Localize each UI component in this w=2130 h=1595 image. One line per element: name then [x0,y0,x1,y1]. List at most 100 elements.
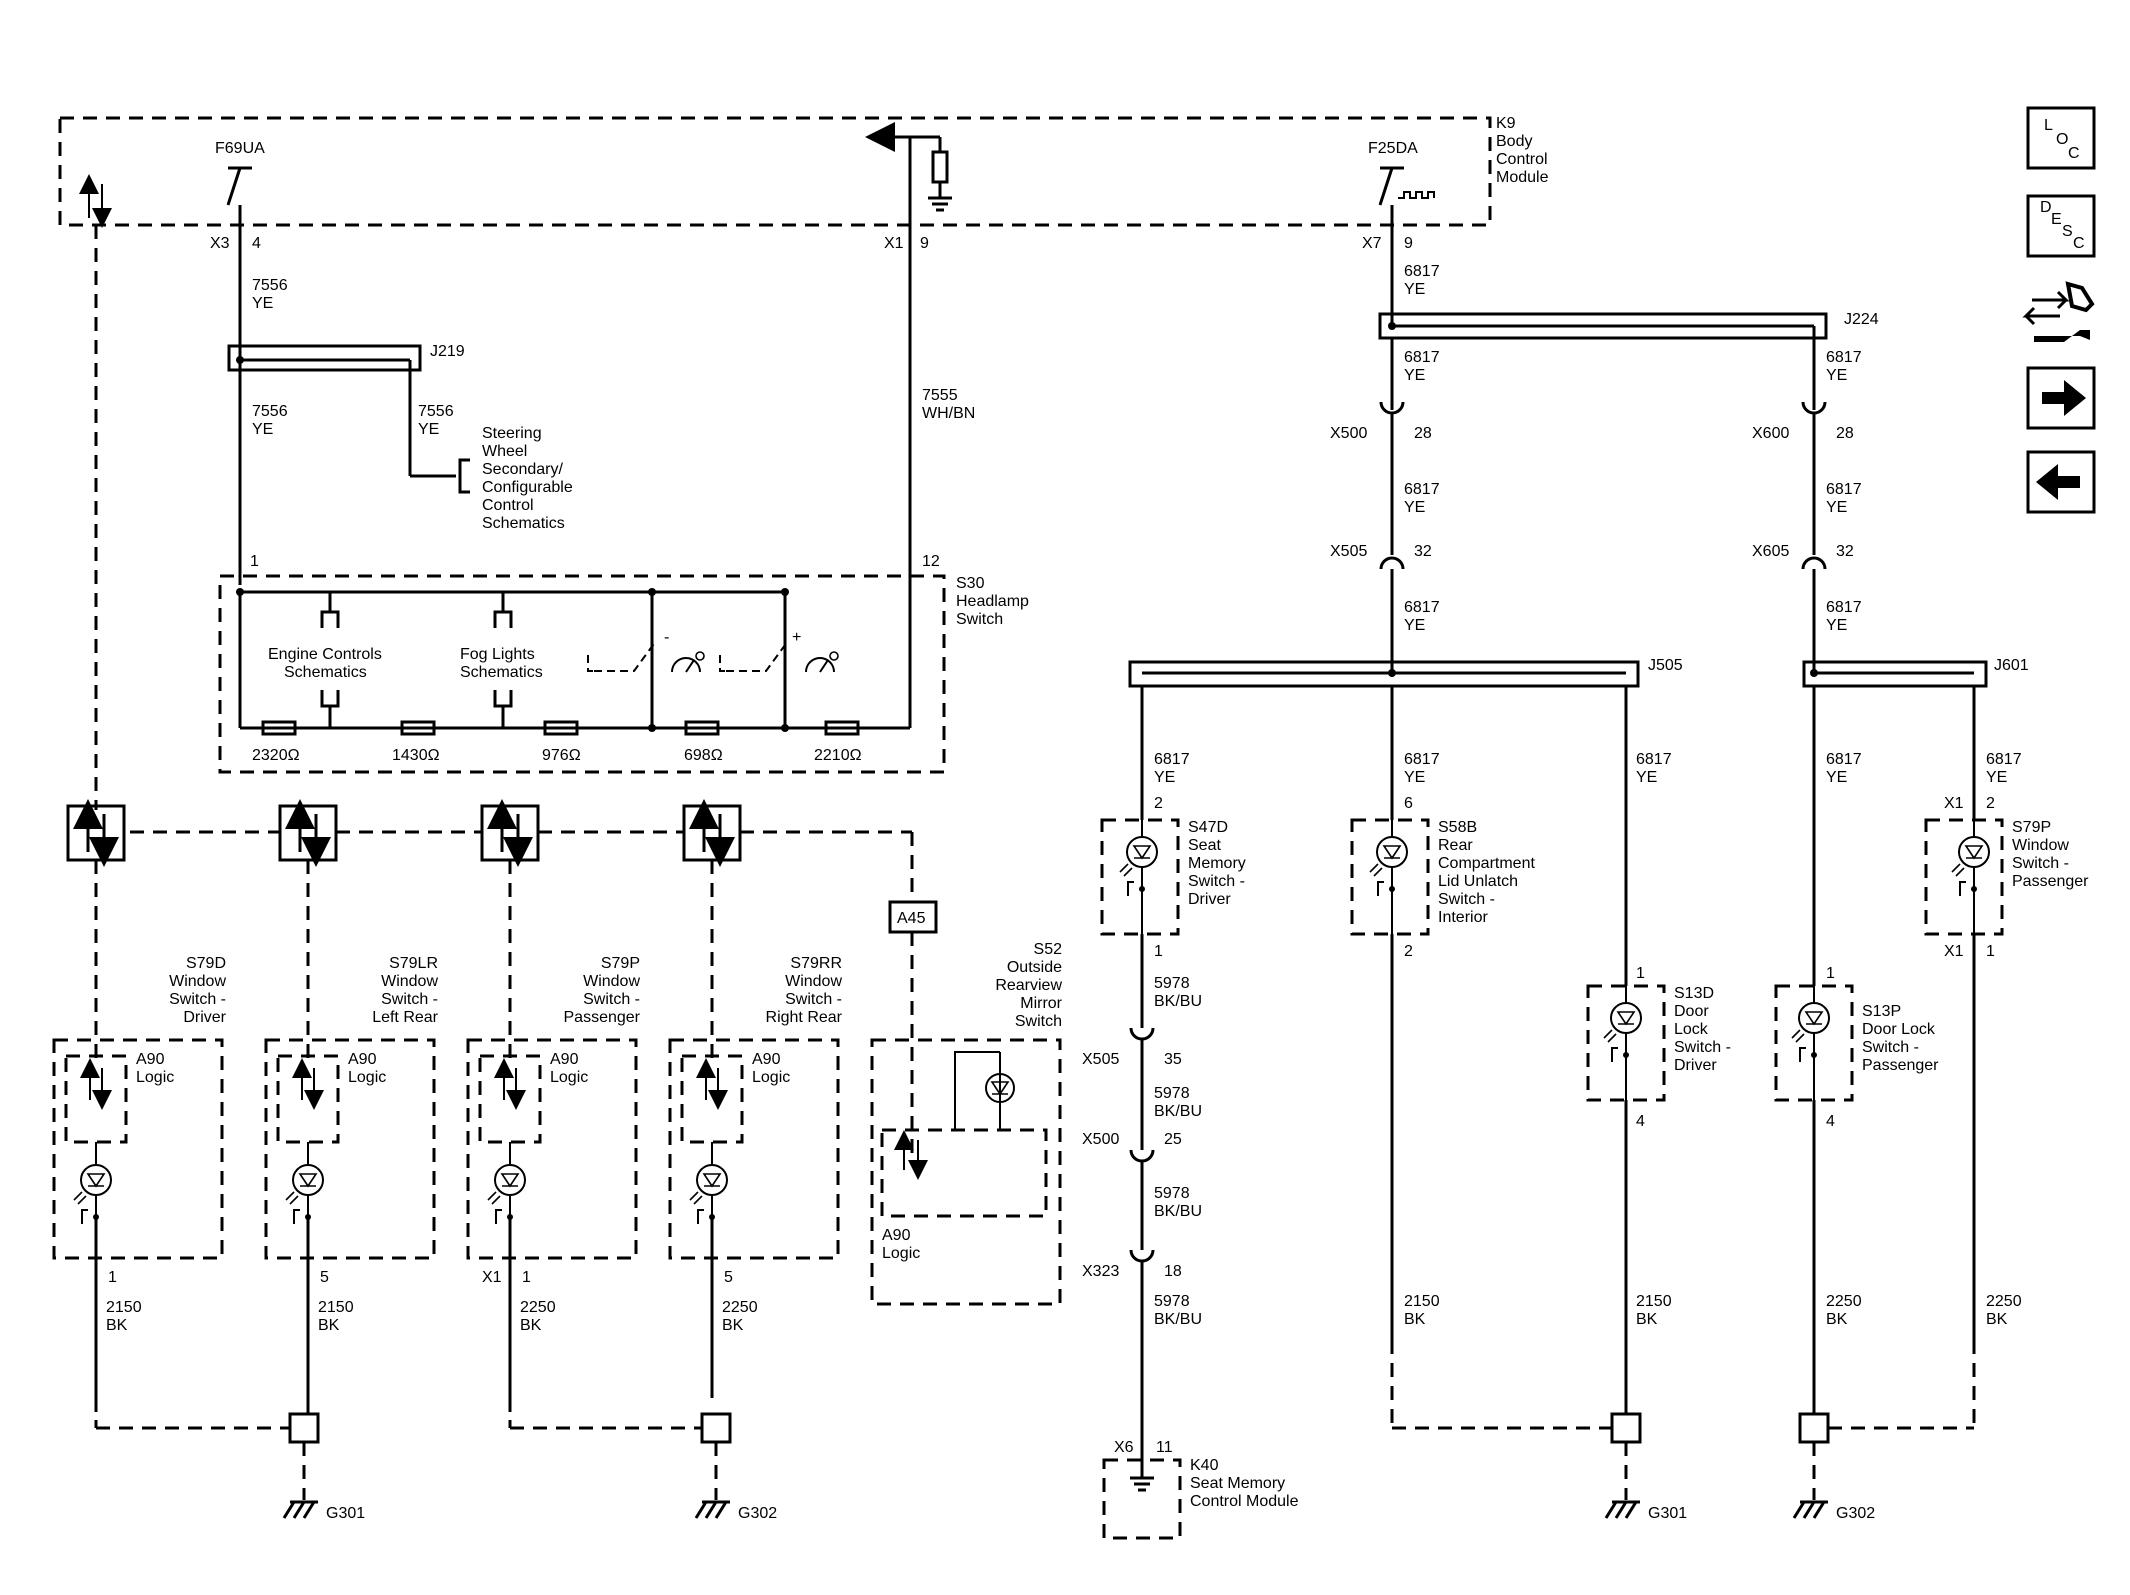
s52-label-1: S52 [1034,941,1063,958]
loc-l: L [2044,117,2053,134]
lamp-switch-icon [1791,986,1830,1100]
ground-wire-label: 2150 [106,1299,142,1316]
w6817-f-1: 6817 [1826,599,1862,616]
logic-label: Logic [136,1069,174,1086]
dash-lamp-icon [671,651,705,673]
x500-pin: 28 [1414,425,1432,442]
k9-label-3: Control [1496,151,1548,168]
ground-wire-label: 2250 [520,1299,556,1316]
x1-pin: 9 [920,235,929,252]
k9-label-4: Module [1496,169,1549,186]
steering-1: Steering [482,425,542,442]
w7556-a-1: 7556 [252,277,288,294]
ground-g301-left-icon [282,1500,318,1519]
desc-e: E [2051,211,2062,228]
s58b-label-6: Interior [1438,909,1488,926]
w5978-d-1: 5978 [1154,1293,1190,1310]
x600-label: X600 [1752,425,1789,442]
w6817-b-1: 6817 [1826,349,1862,366]
w6817-d-2: YE [1826,499,1847,516]
w5978-b-1: 5978 [1154,1085,1190,1102]
s47d-pin-bot: 1 [1154,943,1163,960]
switch-pin: 5 [320,1269,329,1286]
s52-label-4: Mirror [1020,995,1062,1012]
window-switch-label: Switch - [583,991,640,1008]
w7555-2: WH/BN [922,405,975,422]
s13d-label-4: Switch - [1674,1039,1731,1056]
s58b-label-4: Lid Unlatch [1438,873,1518,890]
s79p-r-label-3: Switch - [2012,855,2069,872]
logic-label: A90 [752,1051,781,1068]
steering-6: Schematics [482,515,565,532]
f25da-label: F25DA [1368,140,1418,157]
connector-repair-icon[interactable] [2022,281,2095,342]
w6817-h-2: YE [1404,769,1425,786]
w2250-r1-2: BK [1826,1311,1848,1328]
g301-left-label: G301 [326,1505,365,1522]
bidirectional-data-icon [79,174,112,228]
x1-label: X1 [884,235,904,252]
w7556-a-2: YE [252,295,273,312]
w5978-a-1: 5978 [1154,975,1190,992]
ground-wire-label: BK [520,1317,542,1334]
a45-label: A45 [897,910,926,927]
w6817-e-2: YE [1404,617,1425,634]
x505b-label: X505 [1082,1051,1119,1068]
s58b-label-3: Compartment [1438,855,1535,872]
k40-pin: 11 [1156,1439,1173,1456]
steering-2: Wheel [482,443,527,460]
logic-label: Logic [550,1069,588,1086]
k40-label-3: Control Module [1190,1493,1299,1510]
x500b-label: X500 [1082,1131,1119,1148]
s52-mirror-switch: S52 Outside Rearview Mirror Switch A90 L… [870,941,1063,1306]
j601-label: J601 [1994,657,2029,674]
s13d-label-2: Door [1674,1003,1709,1020]
s52-logic-2: Logic [882,1245,920,1262]
w6817-b-2: YE [1826,367,1847,384]
s47d-label-2: Seat [1188,837,1221,854]
desc-button[interactable]: D E S C [2026,194,2096,258]
x3-pin: 4 [252,235,261,252]
w5978-d-2: BK/BU [1154,1311,1202,1328]
resistor-698: 698Ω [684,747,723,764]
next-arrow-button[interactable] [2026,366,2096,430]
loc-c: C [2068,145,2080,162]
window-switch-label: S79LR [389,955,438,972]
g301-right-label: G301 [1648,1505,1687,1522]
lamp-switch-icon [1119,820,1158,934]
w2250-r2-2: BK [1986,1311,2008,1328]
s52-logic-1: A90 [882,1227,911,1244]
switch-pin: 1 [522,1269,531,1286]
ground-g302-left-icon [694,1500,730,1519]
resistor-976: 976Ω [542,747,581,764]
w6817-e-1: 6817 [1404,599,1440,616]
logic-label: Logic [348,1069,386,1086]
window-switch-label: Switch - [381,991,438,1008]
w7556-c-2: YE [418,421,439,438]
previous-arrow-button[interactable] [2026,450,2096,514]
g302-right-label: G302 [1836,1505,1875,1522]
w6817-f-2: YE [1826,617,1847,634]
w6817-j-1: 6817 [1826,751,1862,768]
w2250-r1-1: 2250 [1826,1293,1862,1310]
resistor-2210: 2210Ω [814,747,862,764]
s47d-label-3: Memory [1188,855,1246,872]
window-switch-label: Driver [183,1009,226,1026]
fog-lights-1: Fog Lights [460,646,535,663]
loc-button[interactable]: L O C [2026,106,2096,170]
s58b-pin-bot: 2 [1404,943,1413,960]
x605-pin: 32 [1836,543,1854,560]
w6817-k9-1: 6817 [1404,263,1440,280]
s30-label-1: S30 [956,575,985,592]
right-circuit: 6817 YE J224 6817 YE 6817 YE X500 28 X60… [1082,225,2089,1540]
logic-label: A90 [136,1051,165,1068]
k40-conn: X6 [1114,1439,1134,1456]
lamp-switch-icon [1603,986,1642,1100]
window-switch-label: Window [169,973,226,990]
logic-label: A90 [550,1051,579,1068]
steering-3: Secondary/ [482,461,563,478]
ground-wire-label: 2150 [318,1299,354,1316]
ground-wire-label: BK [722,1317,744,1334]
s79p-r-pin-top: 2 [1986,795,1995,812]
